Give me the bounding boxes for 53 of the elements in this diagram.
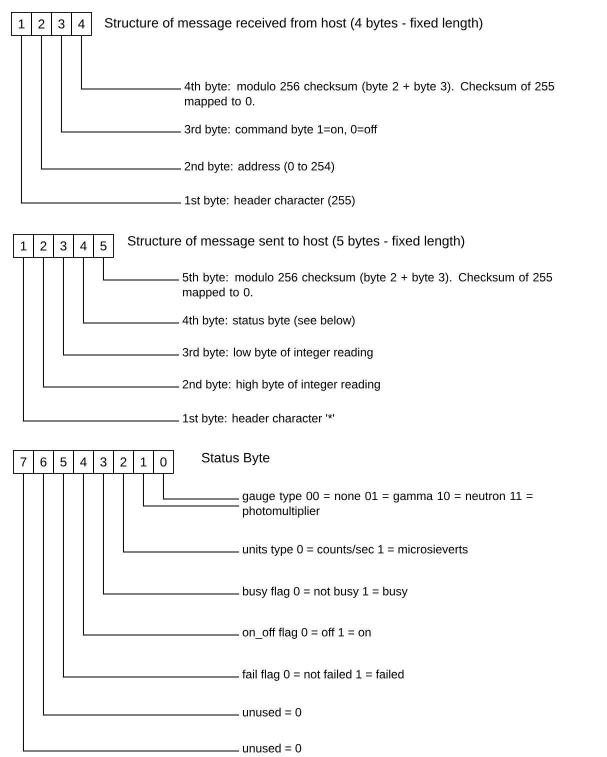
leader-line [40,35,182,170]
leader-line [122,473,240,552]
byte-cell: 1 [13,234,34,258]
byte-cell: 4 [73,234,94,258]
field-description: 4th byte: modulo 256 checksum (byte 2 + byte 3). Checksum of 255 mapped to 0. [184,82,554,108]
byte-cell: 3 [51,12,72,36]
field-description: 4th byte: status byte (see below) [182,316,355,327]
leader-line [82,473,240,636]
field-description: on_off flag 0 = off 1 = on [242,628,371,639]
byte-cell: 0 [153,450,174,474]
field-description: 1st byte: header character '*' [183,414,334,425]
leader-line [142,473,240,506]
leader-line [162,473,240,500]
leader-line [22,473,240,752]
leader-line [60,35,182,132]
byte-cell: 5 [53,450,74,474]
leader-line [22,257,180,422]
field-description: units type 0 = counts/sec 1 = microsieverts [242,544,468,556]
byte-cell: 2 [31,12,52,36]
leader-line [62,257,180,356]
field-description: gauge type 00 = none 01 = gamma 10 = neutron 11 = photomultiplier [242,492,532,518]
field-description: 3rd byte: low byte of integer reading [182,348,373,359]
field-description: 2nd byte: address (0 to 254) [184,162,334,173]
byte-cell: 4 [71,12,92,36]
leader-line [102,473,240,594]
byte-cell: 1 [133,450,154,474]
heading: Structure of message sent to host (5 bytes - fixed length) [128,236,464,248]
field-description: 1st byte: header character (255) [185,196,355,207]
leader-line [82,257,180,324]
byte-cell: 3 [53,234,74,258]
field-description: unused = 0 [242,708,302,716]
field-description: unused = 0 [242,744,302,752]
field-description: 3rd byte: command byte 1=on, 0=off [184,124,378,136]
byte-cell: 4 [73,450,94,474]
field-description: 5th byte: modulo 256 checksum (byte 2 + byte 3). Checksum of 255 mapped to 0. [182,272,552,299]
byte-cell: 6 [33,450,54,474]
leader-line [62,473,240,678]
heading: Structure of message received from host (4 bytes - fixed length) [104,18,482,30]
byte-cell: 2 [33,234,54,258]
field-description: fail flag 0 = not failed 1 = failed [242,670,404,681]
heading: Status Byte [202,452,270,466]
byte-cell: 2 [113,450,134,474]
byte-cell: 5 [93,234,114,258]
byte-cell: 7 [13,450,34,474]
leader-line [80,35,182,90]
byte-cell: 3 [93,450,114,474]
field-description: 2nd byte: high byte of integer reading [182,380,380,391]
leader-line [20,35,182,204]
leader-line [42,473,240,716]
leader-line [102,257,180,280]
leader-line [42,257,180,388]
field-description: busy flag 0 = not busy 1 = busy [242,586,408,598]
byte-cell: 1 [11,12,32,36]
